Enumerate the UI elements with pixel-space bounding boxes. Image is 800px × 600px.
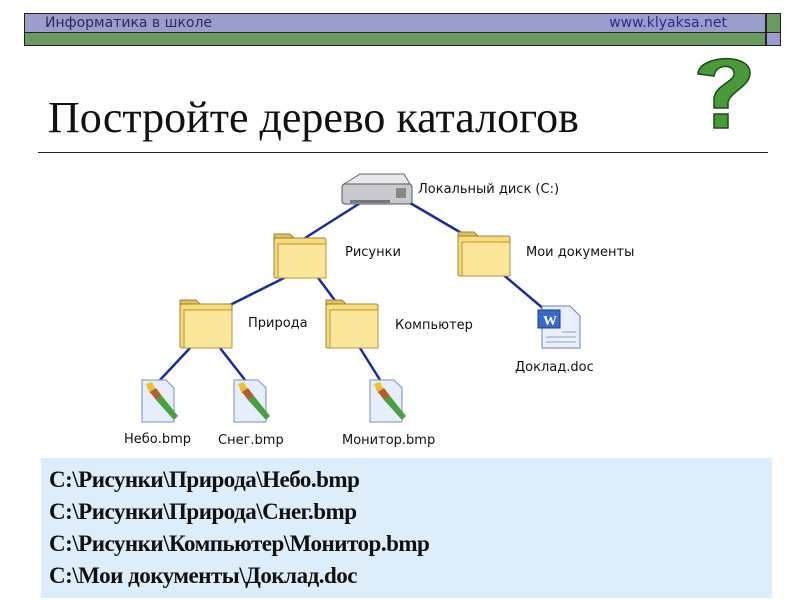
bitmap-image-icon-nebo[interactable] [141,379,178,423]
tree-label-priroda: Природа [248,316,308,331]
bitmap-image-icon-monitor[interactable] [369,379,406,423]
tree-label-komputer: Компьютер [395,318,473,333]
header-corner-blue [766,32,781,46]
file-path-line: C:\Мои документы\Доклад.doc [49,563,357,588]
tree-label-moi-dokumenty: Мои документы [526,245,635,260]
directory-tree: W [141,173,581,423]
slide-title: Постройте дерево каталогов [48,93,579,142]
header-site-url[interactable]: www.klyaksa.net [609,15,727,31]
file-path-line: C:\Рисунки\Природа\Небо.bmp [49,467,360,492]
folder-icon-priroda[interactable] [179,299,233,349]
question-mark-icon [697,58,751,129]
bitmap-image-icon-sneg[interactable] [233,379,270,423]
folder-icon-moi-dokumenty[interactable] [457,231,511,277]
header-site-title: Информатика в школе [45,15,213,31]
tree-label-disk: Локальный диск (C:) [418,182,560,197]
word-document-icon[interactable]: W [537,305,581,349]
file-path-line: C:\Рисунки\Компьютер\Монитор.bmp [49,531,430,556]
file-path-line: C:\Рисунки\Природа\Снег.bmp [49,499,357,524]
folder-icon-komputer[interactable] [325,299,379,349]
file-paths-box: C:\Рисунки\Природа\Небо.bmp C:\Рисунки\П… [41,458,772,598]
header-accent-bar [24,32,766,46]
hard-drive-icon[interactable] [341,173,413,205]
tree-label-risunki: Рисунки [345,245,401,260]
tree-label-doklad: Доклад.doc [515,360,594,375]
tree-label-nebo: Небо.bmp [124,432,192,447]
tree-label-sneg: Снег.bmp [218,433,284,448]
tree-label-monitor: Монитор.bmp [342,433,436,448]
title-divider [38,152,768,153]
svg-text:W: W [543,314,557,329]
folder-icon-risunki[interactable] [273,233,327,279]
